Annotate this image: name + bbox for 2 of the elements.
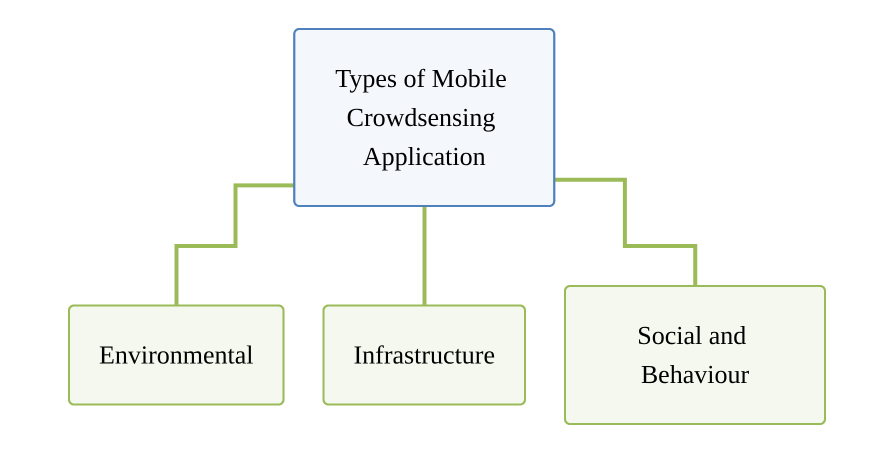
connector (174, 182, 295, 308)
connector (422, 204, 427, 308)
